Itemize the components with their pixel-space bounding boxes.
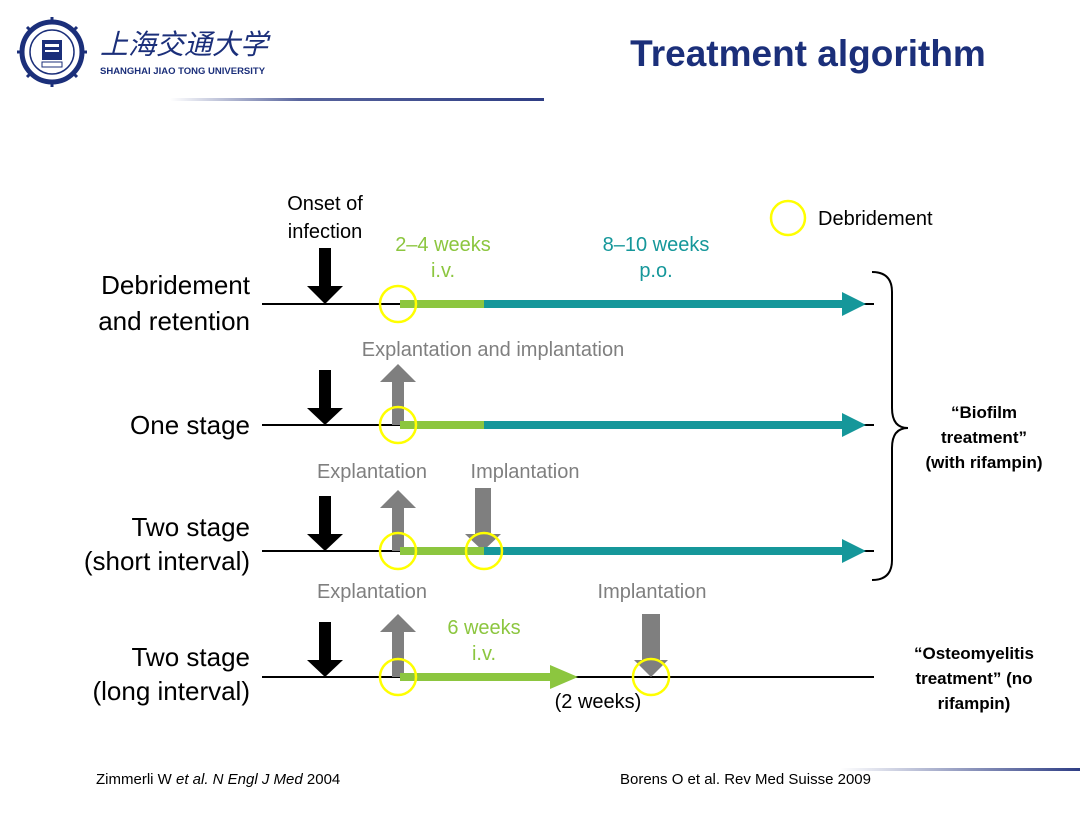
logo-chinese-name: 上海交通大学 xyxy=(100,30,271,61)
six-weeks-label: 6 weeks xyxy=(447,617,520,639)
row-label-two-stage-short-line2: (short interval) xyxy=(84,546,250,576)
header-rule xyxy=(170,98,544,101)
page-title: Treatment algorithm xyxy=(630,33,986,74)
footer-rule xyxy=(840,768,1080,771)
implantation-label: Implantation xyxy=(471,461,580,483)
row-label-two-stage-long-line1: Two stage xyxy=(131,642,250,672)
onset-label-line1: Onset of xyxy=(287,193,363,215)
treatment-arrowhead-icon xyxy=(842,413,866,437)
explantation-arrow-up-icon xyxy=(380,364,416,425)
onset-arrow-down-icon xyxy=(307,248,343,304)
treatment-arrowhead-icon xyxy=(842,292,866,316)
footer-reference-zimmerli: Zimmerli W et al. N Engl J Med 2004 xyxy=(96,771,340,788)
university-logo: 上海交通大学 SHANGHAI JIAO TONG UNIVERSITY xyxy=(17,17,271,87)
onset-arrow-down-icon xyxy=(307,622,343,677)
biofilm-outcome-line2: treatment” xyxy=(941,428,1027,447)
debridement-marker-icon xyxy=(464,531,504,571)
explantation-arrow-up-icon xyxy=(380,490,416,551)
osteo-outcome-line3: rifampin) xyxy=(938,694,1011,713)
debridement-marker-icon xyxy=(631,657,671,697)
osteo-outcome-line1: “Osteomyelitis xyxy=(914,644,1034,663)
debridement-legend-icon xyxy=(769,199,807,237)
po-treatment-bar xyxy=(484,300,844,308)
biofilm-outcome-line1: “Biofilm xyxy=(951,403,1017,422)
row-label-two-stage-long-line2: (long interval) xyxy=(92,676,250,706)
row-label-one-stage: One stage xyxy=(130,410,250,440)
university-seal-icon xyxy=(17,17,87,87)
biofilm-bracket xyxy=(871,271,909,581)
legend: Debridement xyxy=(769,199,933,237)
footer-reference-borens: Borens O et al. Rev Med Suisse 2009 xyxy=(620,771,871,788)
six-weeks-route-label: i.v. xyxy=(472,643,496,665)
treatment-arrowhead-icon xyxy=(842,539,866,563)
implantation-arrow-down-icon xyxy=(634,614,668,677)
po-duration-label: 8–10 weeks xyxy=(603,234,710,256)
row-label-debridement-line2: and retention xyxy=(98,306,250,336)
po-treatment-bar xyxy=(484,547,844,555)
po-route-label: p.o. xyxy=(639,260,672,282)
debridement-marker-icon xyxy=(378,405,418,445)
onset-arrow-down-icon xyxy=(307,496,343,551)
two-weeks-label: (2 weeks) xyxy=(555,691,642,713)
iv-route-label: i.v. xyxy=(431,260,455,282)
onset-label-line2: infection xyxy=(288,221,363,243)
implantation-label: Implantation xyxy=(598,581,707,603)
onset-arrow-down-icon xyxy=(307,370,343,425)
iv-treatment-bar xyxy=(400,421,484,429)
debridement-marker-icon xyxy=(378,284,418,324)
debridement-marker-icon xyxy=(378,531,418,571)
po-treatment-bar xyxy=(484,421,844,429)
row-label-two-stage-short-line1: Two stage xyxy=(131,512,250,542)
iv-treatment-bar xyxy=(400,673,552,681)
explant-implant-label: Explantation and implantation xyxy=(362,339,624,361)
explantation-arrow-up-icon xyxy=(380,614,416,677)
iv-treatment-bar xyxy=(400,547,484,555)
iv-arrowhead-icon xyxy=(550,665,578,689)
explantation-label: Explantation xyxy=(317,461,427,483)
osteo-outcome-line2: treatment” (no xyxy=(915,669,1032,688)
iv-treatment-bar xyxy=(400,300,484,308)
legend-debridement-label: Debridement xyxy=(818,208,933,230)
implantation-arrow-down-icon xyxy=(465,488,501,551)
explantation-label: Explantation xyxy=(317,581,427,603)
logo-english-name: SHANGHAI JIAO TONG UNIVERSITY xyxy=(100,66,266,77)
iv-duration-label: 2–4 weeks xyxy=(395,234,491,256)
row-label-debridement-line1: Debridement xyxy=(101,270,251,300)
biofilm-outcome-line3: (with rifampin) xyxy=(925,453,1042,472)
debridement-marker-icon xyxy=(378,657,418,697)
